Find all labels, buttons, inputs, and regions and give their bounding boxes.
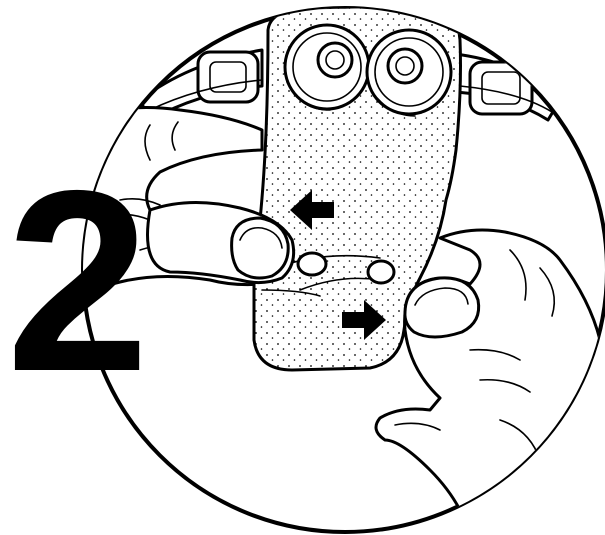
step-number-label: 2 — [6, 136, 150, 425]
step-number: 2 — [0, 136, 150, 425]
port-right-icon — [367, 30, 451, 116]
port-left-icon — [285, 25, 369, 110]
